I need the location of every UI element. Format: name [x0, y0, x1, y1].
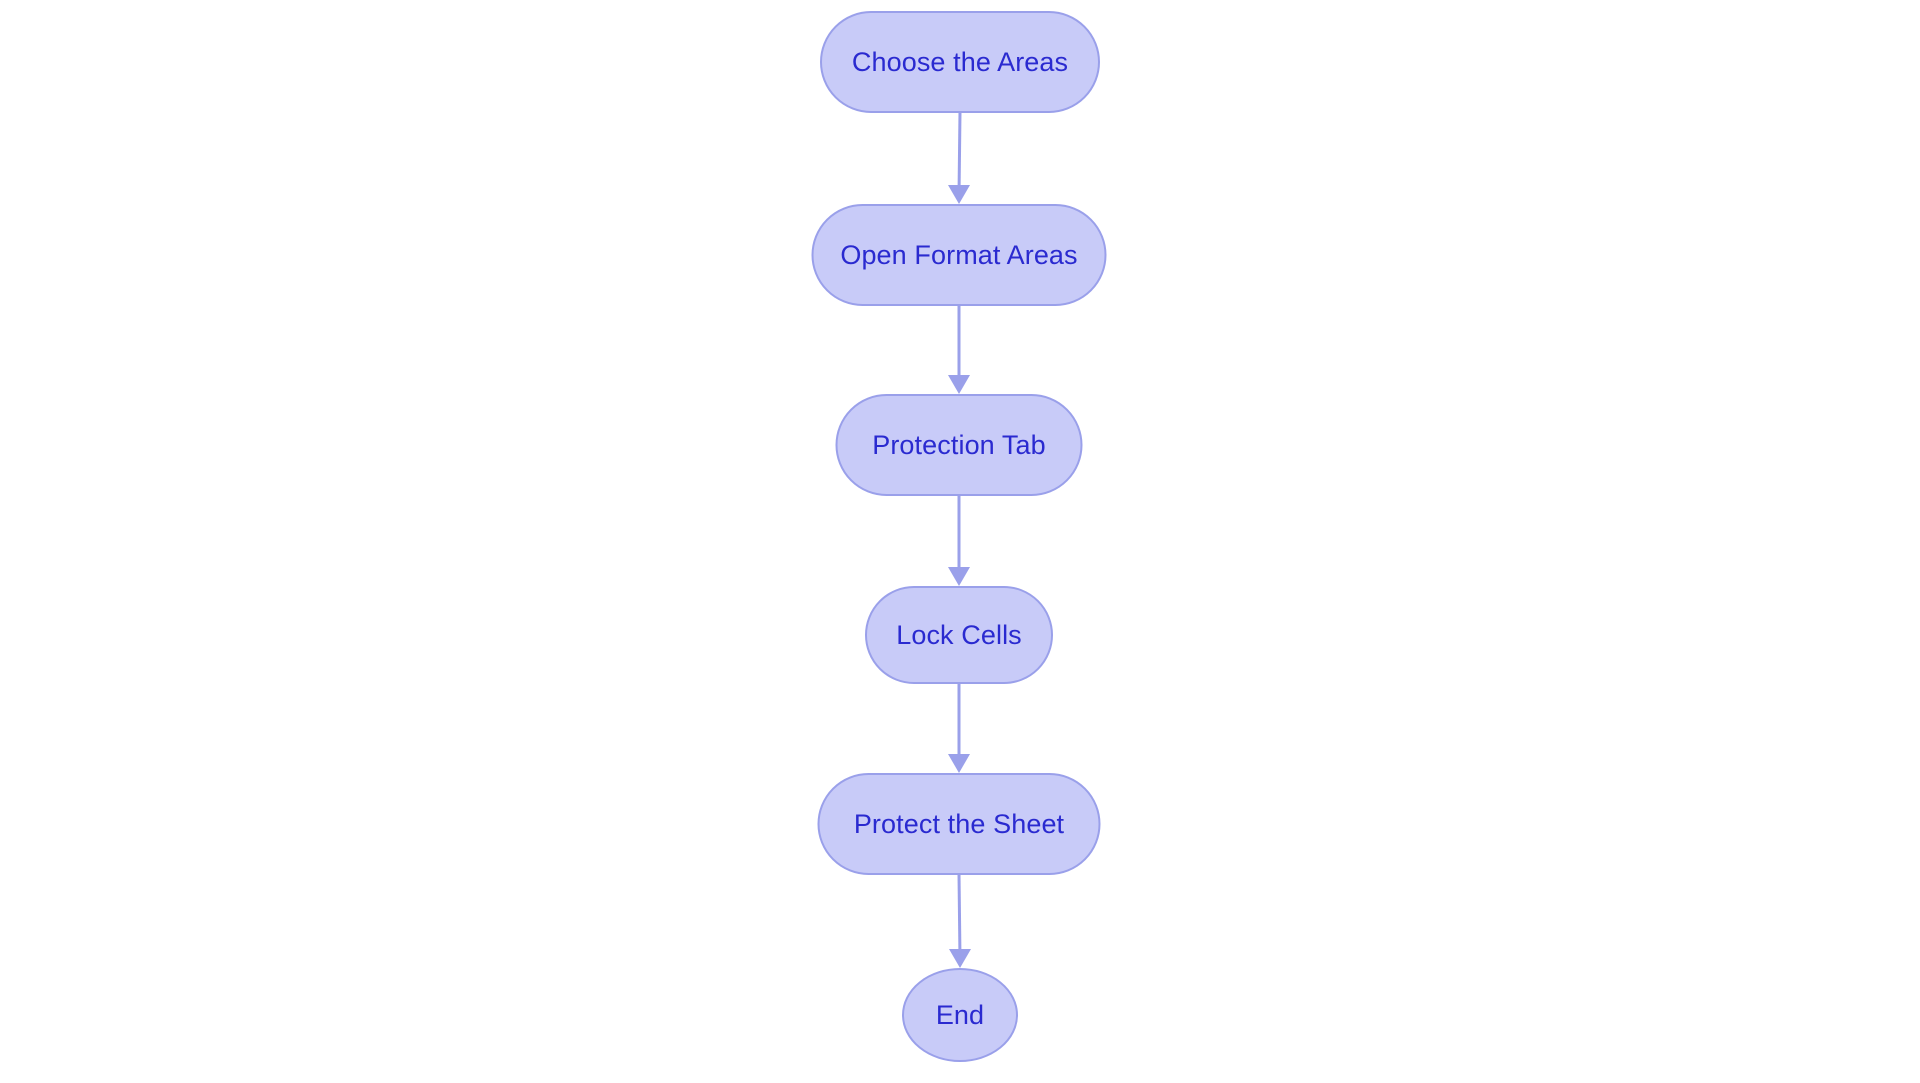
flow-edge-lock-cells-to-protect-the-sheet	[948, 683, 970, 773]
node-shape-stadium[interactable]	[865, 586, 1053, 684]
flow-node-open-format-areas[interactable]: Open Format Areas	[811, 204, 1107, 306]
edge-line	[957, 873, 962, 960]
flow-node-lock-cells[interactable]: Lock Cells	[865, 586, 1053, 684]
edge-line	[957, 111, 962, 196]
node-label: Lock Cells	[896, 620, 1022, 650]
arrowhead-icon	[948, 185, 970, 204]
arrowhead-icon	[949, 949, 971, 968]
flow-edge-open-format-areas-to-protection-tab	[948, 305, 970, 394]
node-shape-stadium[interactable]	[820, 11, 1100, 113]
flow-edge-protection-tab-to-lock-cells	[948, 495, 970, 586]
node-label: End	[936, 1000, 984, 1030]
flow-node-end[interactable]: End	[902, 968, 1018, 1062]
node-shape-stadium[interactable]	[817, 773, 1101, 875]
node-shape-stadium[interactable]	[835, 394, 1083, 496]
node-label: Open Format Areas	[840, 240, 1077, 270]
arrowhead-icon	[948, 375, 970, 394]
flow-node-protect-the-sheet[interactable]: Protect the Sheet	[817, 773, 1101, 875]
flow-node-choose-the-areas[interactable]: Choose the Areas	[820, 11, 1100, 113]
flow-node-protection-tab[interactable]: Protection Tab	[835, 394, 1083, 496]
node-label: Protection Tab	[872, 430, 1046, 460]
node-label: Protect the Sheet	[854, 809, 1065, 839]
node-shape-ellipse[interactable]	[902, 968, 1018, 1062]
node-label: Choose the Areas	[852, 47, 1068, 77]
arrowhead-icon	[948, 567, 970, 586]
flow-edge-choose-the-areas-to-open-format-areas	[948, 111, 970, 204]
node-shape-stadium[interactable]	[811, 204, 1107, 306]
flow-edge-protect-the-sheet-to-end	[949, 873, 971, 968]
arrowhead-icon	[948, 754, 970, 773]
edges-layer	[948, 111, 971, 968]
